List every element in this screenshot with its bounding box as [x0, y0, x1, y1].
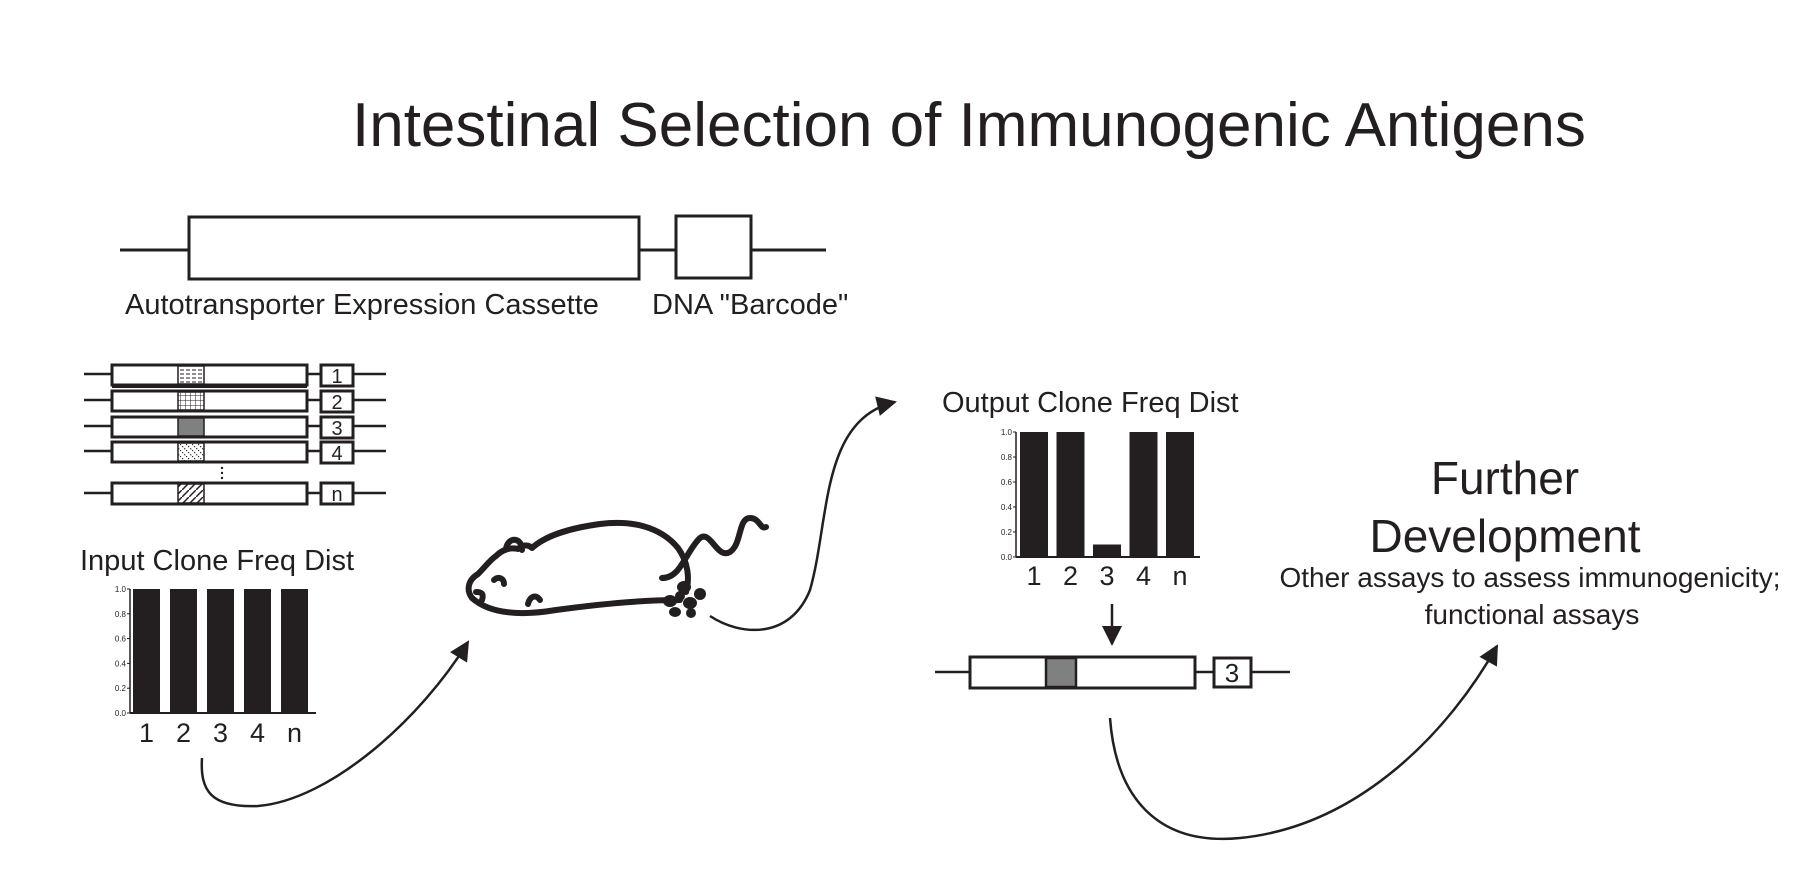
clone-barcode-label: 1	[331, 366, 342, 388]
clone-row-2: 2	[84, 389, 386, 414]
clone-barcode-label: 2	[331, 392, 342, 414]
category-label: 1	[1026, 561, 1041, 591]
further-heading-line1: Further	[1431, 452, 1579, 504]
y-tick-label: 1.0	[1001, 428, 1013, 437]
page-title: Intestinal Selection of Immunogenic Anti…	[352, 91, 1586, 160]
arrow-input-to-mouse	[200, 640, 470, 808]
bar	[1093, 544, 1121, 557]
y-tick-label: 1.0	[115, 585, 127, 594]
y-tick-label: 0.6	[1001, 478, 1013, 487]
y-tick-label: 0.8	[115, 610, 127, 619]
y-tick-label: 0.2	[115, 684, 127, 693]
clone-barcode-label: n	[331, 484, 342, 506]
y-tick-label: 0.4	[1001, 503, 1013, 512]
selected-clone: 3	[935, 655, 1290, 690]
y-tick-label: 0.2	[1001, 528, 1013, 537]
clone-row-n: n	[84, 481, 386, 506]
further-text-line1: Other assays to assess immunogenicity;	[1279, 562, 1780, 593]
bar	[281, 589, 308, 713]
y-tick-label: 0.6	[115, 635, 127, 644]
clone-barcode-label: 4	[331, 443, 342, 465]
bar	[207, 589, 234, 713]
y-tick-label: 0.8	[1001, 453, 1013, 462]
clone-row-4: 4	[84, 440, 386, 465]
bar	[1129, 432, 1158, 557]
category-label: 2	[1063, 561, 1078, 591]
expression-cassette	[120, 214, 826, 281]
barcode-box	[674, 214, 753, 280]
selected-clone-barcode: 3	[1225, 658, 1239, 688]
further-heading-line2: Development	[1369, 510, 1640, 562]
bar	[1166, 432, 1194, 557]
barcode-label: DNA "Barcode"	[652, 289, 848, 321]
cassette-box	[187, 215, 641, 281]
category-label: n	[287, 718, 302, 748]
bar	[133, 589, 160, 713]
category-label: 1	[139, 718, 154, 748]
clone-library: 1 2 3	[84, 363, 386, 506]
further-text-line2: functional assays	[1425, 599, 1640, 630]
clone-row-3: 3	[84, 415, 386, 440]
arrow-clone-to-development	[1108, 644, 1499, 841]
category-label: 3	[213, 718, 228, 748]
mouse-icon	[465, 515, 769, 617]
ellipsis-dots	[220, 466, 224, 480]
category-label: 4	[1136, 561, 1151, 591]
bar	[170, 589, 197, 713]
bar	[1056, 432, 1085, 557]
bar	[1020, 432, 1048, 557]
clone-barcode-label: 3	[331, 418, 342, 440]
fecal-pellets-icon	[663, 581, 706, 618]
y-tick-label: 0.0	[115, 709, 127, 718]
cassette-label: Autotransporter Expression Cassette	[125, 289, 599, 321]
category-label: n	[1172, 561, 1187, 591]
arrow-mouse-to-output	[709, 396, 897, 632]
y-tick-label: 0.0	[1001, 553, 1013, 562]
input-chart-title: Input Clone Freq Dist	[80, 545, 354, 577]
category-label: 2	[176, 718, 191, 748]
output-chart-title: Output Clone Freq Dist	[942, 387, 1239, 419]
category-label: 4	[250, 718, 265, 748]
y-tick-label: 0.4	[115, 659, 127, 668]
clone-row-1: 1	[84, 363, 386, 388]
category-label: 3	[1099, 561, 1114, 591]
bar	[244, 589, 271, 713]
